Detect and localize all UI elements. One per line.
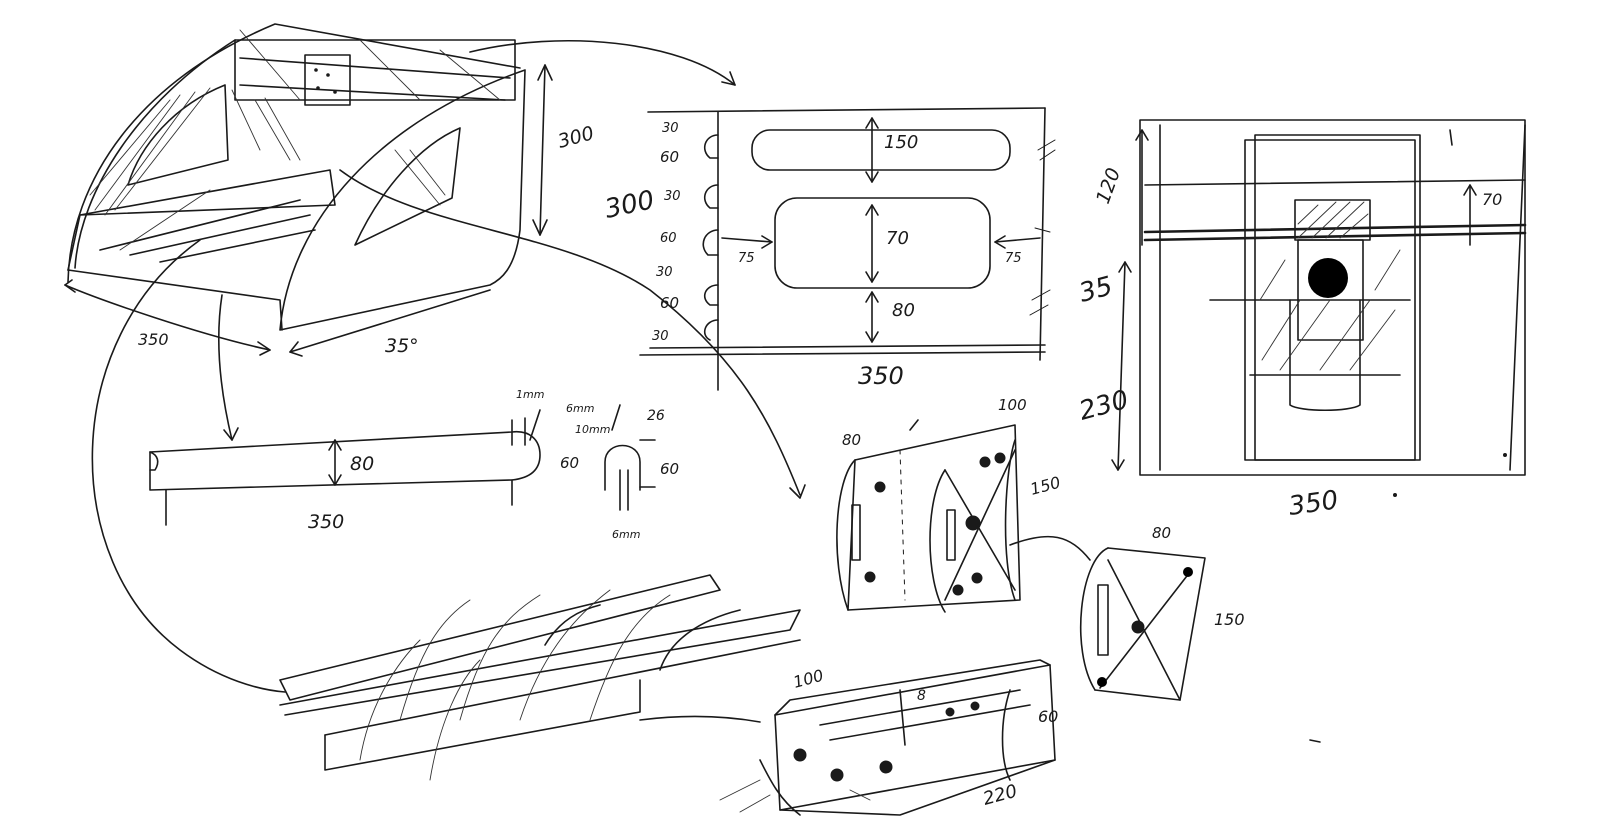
dim-base-60: 60 — [1038, 707, 1058, 726]
dim-box-150: 150 — [1028, 473, 1062, 499]
long-rail-sketch — [279, 574, 801, 781]
dim-slot-60a: 60 — [660, 148, 679, 166]
connector-arrows — [91, 39, 1091, 723]
dim-base-8: 8 — [917, 688, 926, 704]
dim-front-35: 35 — [1076, 271, 1116, 309]
dim-bottom-gap: 80 — [892, 300, 915, 321]
dim-margin-right: 75 — [1005, 251, 1022, 266]
dim-panel-height: 300 — [602, 185, 657, 225]
dim-front-70: 70 — [1482, 190, 1502, 209]
dim-tab-60: 60 — [560, 454, 579, 472]
dim-slot-30a: 30 — [662, 121, 679, 136]
dim-tab-10mm: 10mm — [575, 423, 610, 436]
dim-base-100: 100 — [791, 666, 825, 692]
side-panel-drawing: 30 60 300 30 60 30 60 30 150 70 75 75 80… — [602, 107, 1056, 391]
flat-bar-drawing: 80 350 1mm 6mm 10mm 60 26 60 6mm — [149, 388, 679, 541]
front-view-drawing: 120 70 35 230 350 — [1076, 119, 1527, 743]
dim-frame-height: 300 — [556, 122, 597, 153]
dim-tab-6mm: 6mm — [566, 402, 594, 415]
dim-box-80: 80 — [842, 431, 861, 449]
dim-clip-6mm: 6mm — [612, 528, 640, 541]
dim-plate-150: 150 — [1214, 610, 1245, 629]
dim-plate-80: 80 — [1152, 524, 1171, 542]
base-box-sketch: 100 8 60 220 — [719, 659, 1058, 816]
dim-bar-length: 350 — [308, 511, 344, 533]
dim-slot-30d: 30 — [652, 329, 669, 344]
dim-front-230: 230 — [1076, 385, 1132, 427]
dim-front-width: 350 — [1287, 485, 1340, 522]
dim-frame-depth: 350 — [138, 330, 169, 349]
dim-mid-cutout: 70 — [886, 228, 909, 249]
dim-bar-height: 80 — [350, 453, 374, 475]
dim-slot-60c: 60 — [660, 294, 679, 312]
dim-panel-width: 350 — [858, 362, 904, 390]
dim-front-120: 120 — [1092, 165, 1125, 207]
dim-top-cutout: 150 — [884, 132, 918, 153]
dim-clip-26: 26 — [647, 408, 665, 424]
round-plate-sketch: 80 150 — [1079, 524, 1245, 701]
dim-tab-1mm: 1mm — [516, 388, 544, 401]
dim-margin-left: 75 — [738, 251, 755, 266]
dim-slot-30c: 30 — [656, 265, 673, 280]
perspective-frame-sketch: 300 350 35° — [64, 23, 597, 357]
dim-slot-60b: 60 — [660, 231, 677, 246]
dim-box-100: 100 — [998, 396, 1027, 414]
dim-frame-width: 35° — [385, 335, 419, 357]
dim-clip-60: 60 — [660, 460, 679, 478]
clamp-box-sketch: 80 100 150 — [836, 396, 1063, 613]
dim-slot-30b: 30 — [664, 189, 681, 204]
